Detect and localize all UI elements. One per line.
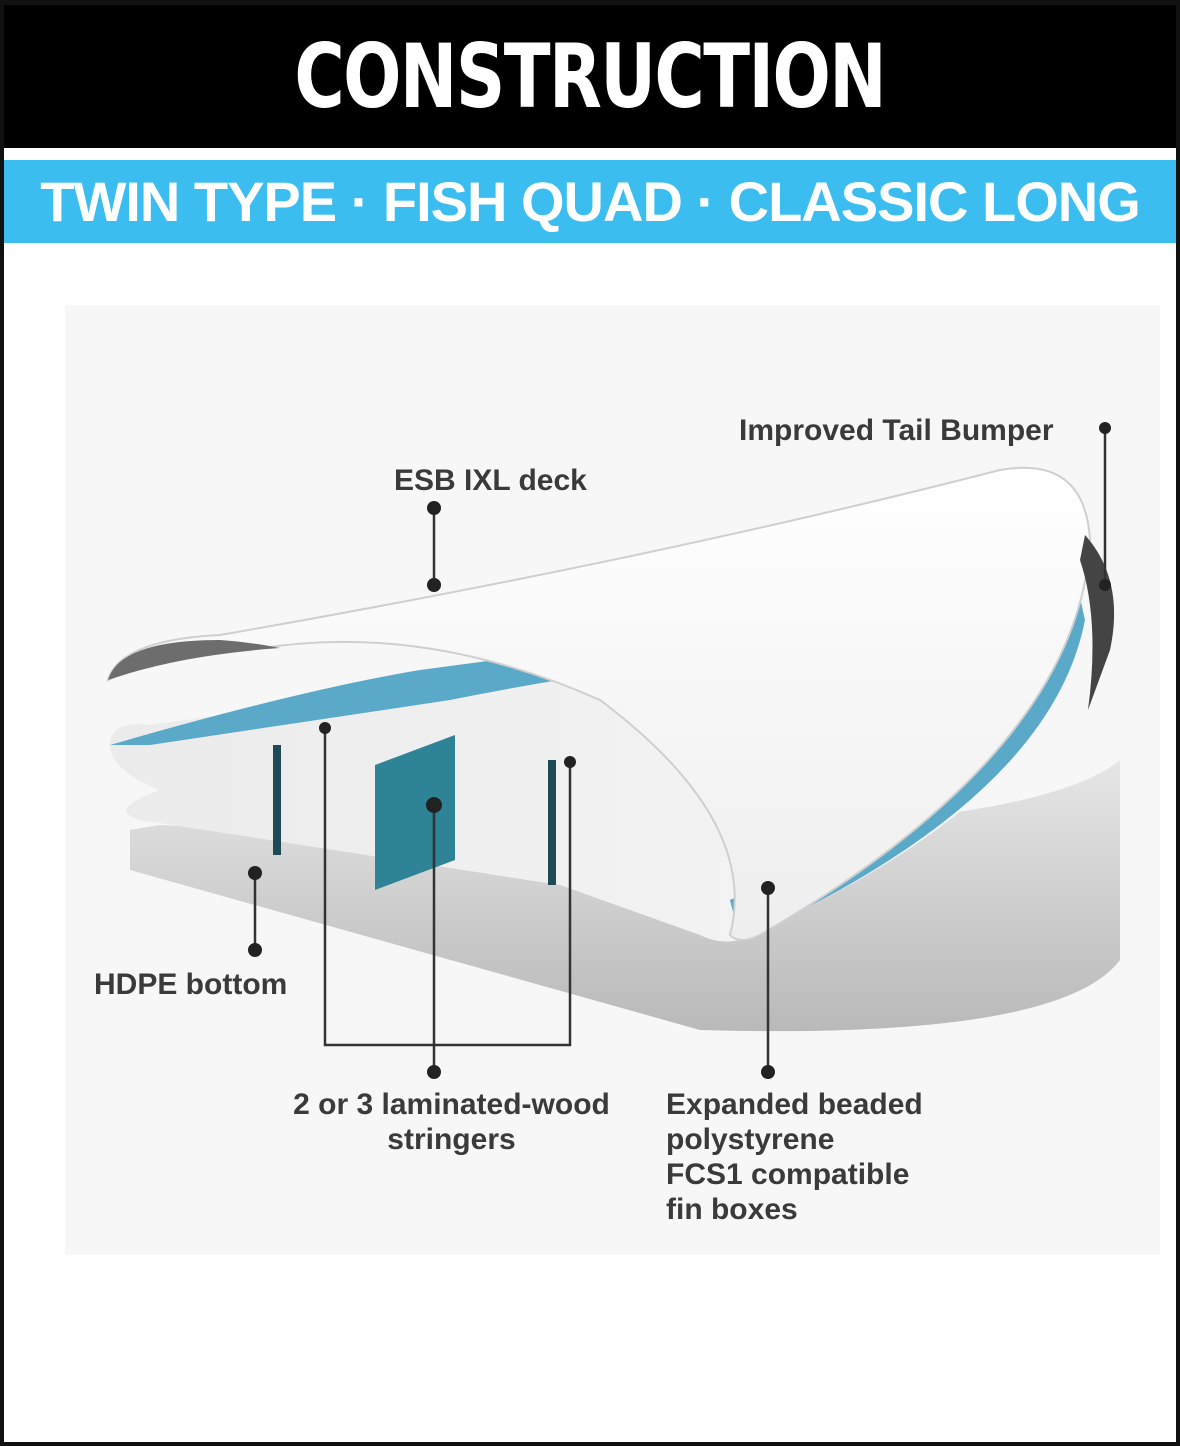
label-tail-bumper: Improved Tail Bumper: [739, 414, 1054, 447]
leader-lines: [253, 428, 1107, 1072]
label-core-line2: polystyrene: [666, 1123, 835, 1156]
esb-deck-layer: [106, 466, 1092, 941]
label-core-line4: fin boxes: [666, 1193, 798, 1226]
label-core: Expanded beaded polystyrene FCS1 compati…: [666, 1087, 923, 1227]
stringer-left: [273, 745, 281, 855]
label-stringers-line2: stringers: [387, 1123, 516, 1156]
label-stringers-line1: 2 or 3 laminated-wood: [293, 1088, 610, 1121]
deck-edge-shadow: [108, 640, 280, 680]
label-deck: ESB IXL deck: [394, 464, 587, 497]
subtitle-text: TWIN TYPE · FISH QUAD · CLASSIC LONG: [40, 170, 1141, 233]
label-core-line1: Expanded beaded: [666, 1088, 923, 1121]
label-bottom: HDPE bottom: [94, 968, 288, 1001]
header-banner: CONSTRUCTION: [4, 5, 1176, 148]
header-title: CONSTRUCTION: [294, 25, 887, 128]
leader-dots: [248, 422, 1111, 1079]
label-stringers: 2 or 3 laminated-wood stringers: [274, 1087, 629, 1157]
surfboard-cutaway-diagram: [65, 305, 1160, 1255]
subtitle-banner: TWIN TYPE · FISH QUAD · CLASSIC LONG: [4, 160, 1176, 243]
label-core-line3: FCS1 compatible: [666, 1158, 910, 1191]
stringer-right: [548, 760, 556, 885]
